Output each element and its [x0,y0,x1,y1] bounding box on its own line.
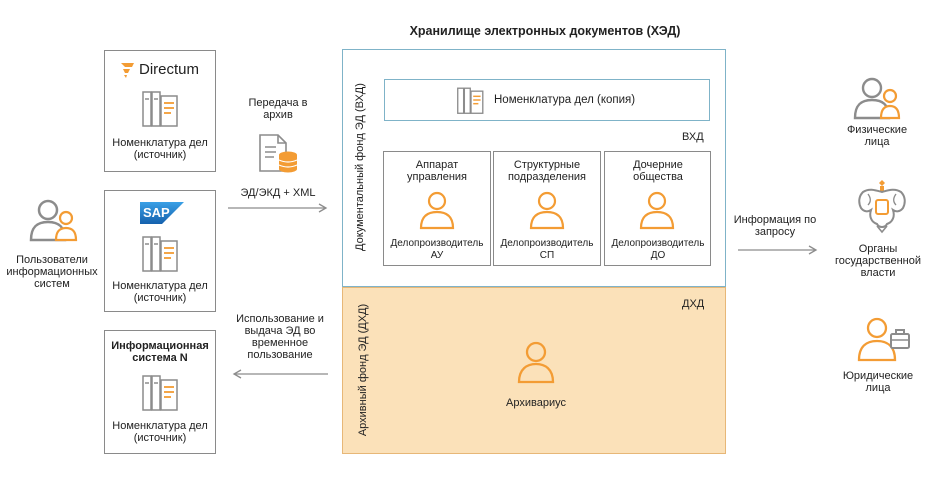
sap-logo-icon [140,202,184,224]
document-database-icon [259,134,298,173]
directum-brand-text: Directum [139,61,200,78]
user-orange-icon [419,191,455,230]
source-caption-directum: Номенклатура дел (источник) [112,137,208,161]
source-caption-sap: Номенклатура дел (источник) [112,280,208,304]
binder-icon [142,375,178,411]
unit-role-au: Делопроизводитель АУ [390,238,484,261]
binder-icon [142,91,178,127]
recipient-government-label: Органы государственной власти [835,243,921,279]
binder-icon [142,236,178,272]
state-emblem-icon [858,180,906,234]
unit-role-sp: Делопроизводитель СП [500,238,594,261]
user-gray-icon [29,199,78,242]
recipient-individuals-label: Физические лица [846,124,908,148]
unit-role-do: Делопроизводитель ДО [611,238,705,261]
unit-title-sp: Структурные подразделения [507,159,587,183]
directum-logo-icon [121,63,134,78]
dhd-tag: ДХД [682,298,705,310]
nomenclature-copy-label: Номенклатура дел (копия) [494,94,636,106]
user-orange-icon [517,341,555,384]
user-orange-icon [639,191,675,230]
diagram-title: Хранилище электронных документов (ХЭД) [409,24,681,38]
transfer-format-label: ЭД/ЭКД + XML [240,187,316,199]
user-orange-icon [529,191,565,230]
individual-person-icon [853,77,901,120]
is-n-brand-text: Информационная система N [111,340,209,364]
directum-logo: Directum [120,60,210,80]
arrow-left-icon [232,369,328,379]
source-caption-is-n: Номенклатура дел (источник) [112,420,208,444]
vhd-side-label: Документальный фонд ЭД (ВХД) [354,83,366,251]
transfer-label: Передача в архив [248,97,308,121]
unit-title-au: Аппарат управления [407,159,467,183]
sap-brand-text: SAP [143,205,170,220]
archivist-label: Архивариус [506,397,566,409]
recipient-legal-label: Юридические лица [842,370,914,394]
dhd-side-label: Архивный фонд ЭД (ДХД) [357,303,369,437]
arrow-right-icon [738,245,818,255]
arrow-right-icon [228,203,328,213]
users-left-label: Пользователи информационных систем [6,254,98,290]
legal-entity-briefcase-icon [857,317,910,362]
unit-title-do: Дочерние общества [633,159,683,183]
usage-label: Использование и выдача ЭД во временное п… [236,313,324,361]
request-label: Информация по запросу [733,214,817,238]
nomenclature-copy-box [384,79,710,121]
binder-icon [457,87,484,114]
vhd-tag: ВХД [682,131,704,143]
